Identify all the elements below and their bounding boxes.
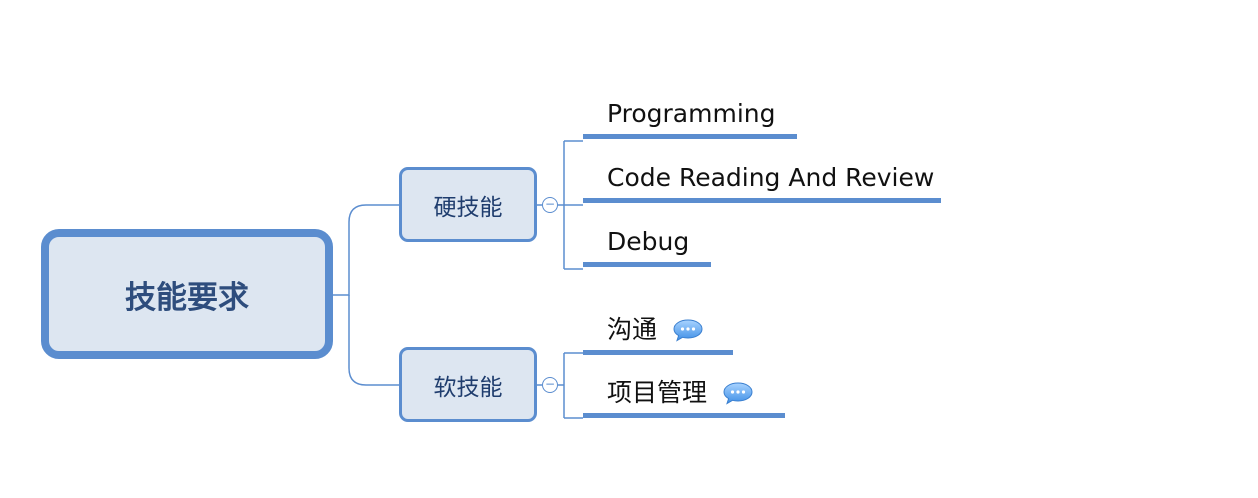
leaf-topic-communication[interactable]: 沟通	[583, 315, 733, 355]
root-topic[interactable]: 技能要求	[41, 229, 333, 359]
leaf-topic-debug[interactable]: Debug	[583, 227, 711, 267]
branch-topic-label: 软技能	[433, 374, 503, 401]
leaf-topic-project-management[interactable]: 项目管理	[583, 378, 785, 418]
leaf-topic-label: Programming	[607, 99, 776, 128]
branch-topic-soft-skills[interactable]: 软技能	[399, 347, 537, 422]
leaf-topic-label: Code Reading And Review	[607, 163, 935, 192]
branch-topic-hard-skills[interactable]: 硬技能	[399, 167, 537, 242]
connector-soft-bus	[558, 353, 565, 418]
leaf-topic-label: 沟通	[607, 315, 658, 344]
speech-bubble-icon[interactable]	[723, 381, 753, 405]
speech-bubble-icon[interactable]	[673, 318, 703, 342]
root-topic-label: 技能要求	[125, 279, 249, 316]
leaf-topic-label: 项目管理	[607, 378, 708, 407]
connector-root-hard	[333, 204, 399, 296]
leaf-topic-code-review[interactable]: Code Reading And Review	[583, 163, 941, 203]
leaf-topic-programming[interactable]: Programming	[583, 99, 797, 139]
connector-hard-bus	[558, 141, 565, 269]
leaf-topic-label: Debug	[607, 227, 690, 256]
collapse-toggle-hard-skills[interactable]: −	[542, 197, 558, 213]
branch-topic-label: 硬技能	[433, 194, 503, 221]
collapse-toggle-soft-skills[interactable]: −	[542, 377, 558, 393]
connector-root-soft	[348, 295, 399, 386]
